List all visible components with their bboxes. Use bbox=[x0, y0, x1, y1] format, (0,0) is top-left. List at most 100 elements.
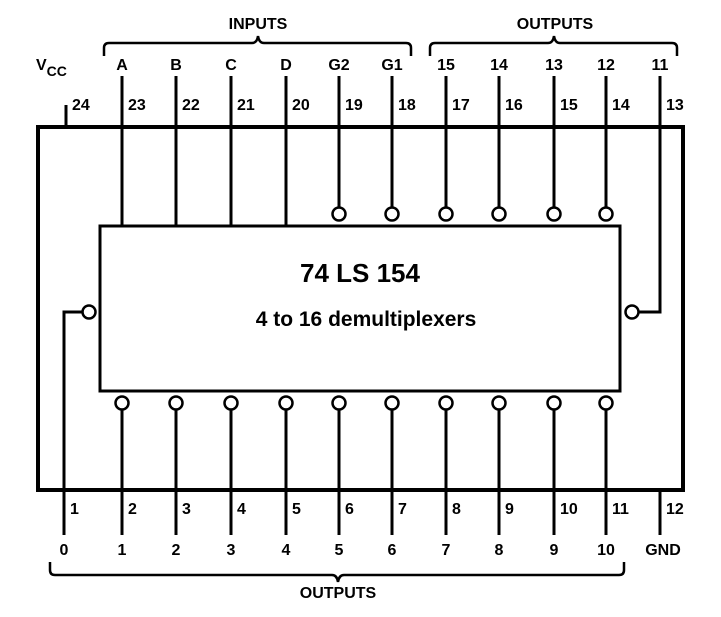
bottom-pin-signal-label: 5 bbox=[335, 542, 344, 559]
vcc-label: VCC bbox=[36, 57, 67, 79]
bottom-pin-number-label: 10 bbox=[560, 501, 578, 518]
top-pin-signal-label: B bbox=[170, 57, 182, 74]
inversion-bubble bbox=[546, 395, 562, 411]
bottom-pin-number-label: 4 bbox=[237, 501, 246, 518]
bottom-pin-signal-label: 1 bbox=[118, 542, 127, 559]
top-pin-number-label: 14 bbox=[612, 97, 630, 114]
bottom-pin-4: 43 bbox=[223, 395, 246, 559]
bottom-pin-signal-label: 6 bbox=[388, 542, 397, 559]
bottom-pin-9: 98 bbox=[491, 395, 514, 559]
bottom-pin-11: 11 10 bbox=[597, 395, 629, 559]
top-pin-19: G2 19 bbox=[328, 57, 363, 222]
top-pin-13: 11 13 bbox=[652, 57, 684, 129]
right-output-bubble bbox=[624, 304, 640, 320]
top-pin-23: A 23 bbox=[116, 57, 146, 226]
inversion-bubble bbox=[384, 206, 400, 222]
top-pins: 24A23B22C21D20G219G118151714161315121411… bbox=[64, 57, 684, 226]
bottom-pin-number-label: 3 bbox=[182, 501, 191, 518]
bottom-pin-number-label: 7 bbox=[398, 501, 407, 518]
inversion-bubble bbox=[223, 395, 239, 411]
bottom-pin-signal-label: 7 bbox=[442, 542, 451, 559]
inversion-bubble bbox=[114, 395, 130, 411]
top-outputs-group-label: OUTPUTS bbox=[517, 16, 594, 33]
top-pin-14: 12 14 bbox=[597, 57, 630, 222]
bottom-pin-number-label: 5 bbox=[292, 501, 301, 518]
top-pin-15: 13 15 bbox=[545, 57, 578, 222]
inversion-bubble bbox=[331, 206, 347, 222]
inputs-brace bbox=[102, 35, 413, 56]
package-frame bbox=[36, 125, 685, 492]
top-pin-signal-label: 13 bbox=[545, 57, 563, 74]
bottom-pin-10: 10 9 bbox=[546, 395, 578, 559]
top-pin-number-label: 17 bbox=[452, 97, 470, 114]
top-outputs-brace bbox=[428, 35, 679, 56]
inversion-bubble bbox=[491, 395, 507, 411]
bottom-pin-signal-label: 0 bbox=[60, 542, 69, 559]
bottom-pin-number-label: 1 bbox=[70, 501, 79, 518]
bottom-pin-signal-label: 2 bbox=[172, 542, 181, 559]
top-pin-number-label: 15 bbox=[560, 97, 578, 114]
bottom-pin-signal-label: 10 bbox=[597, 542, 615, 559]
top-pin-20: D 20 bbox=[280, 57, 310, 226]
inversion-bubble bbox=[491, 206, 507, 222]
bottom-pin-5: 54 bbox=[278, 395, 301, 559]
left-input-bubble bbox=[81, 304, 97, 320]
bottom-pin-signal-label: GND bbox=[645, 542, 681, 559]
left-enable-wire bbox=[62, 310, 82, 488]
top-pin-number-label: 21 bbox=[237, 97, 255, 114]
top-pin-signal-label: 15 bbox=[437, 57, 455, 74]
top-pin-signal-label: G2 bbox=[328, 57, 349, 74]
top-pin-18: G1 18 bbox=[381, 57, 416, 222]
bottom-pin-number-label: 9 bbox=[505, 501, 514, 518]
bottom-outputs-brace bbox=[48, 562, 626, 583]
bottom-pin-signal-label: 9 bbox=[550, 542, 559, 559]
bottom-pin-number-label: 11 bbox=[612, 501, 629, 518]
top-pin-signal-label: C bbox=[225, 57, 237, 74]
inversion-bubble bbox=[546, 206, 562, 222]
bottom-pin-3: 32 bbox=[168, 395, 191, 559]
top-pin-22: B 22 bbox=[170, 57, 200, 226]
top-pin-number-label: 24 bbox=[72, 97, 90, 114]
bottom-pin-7: 76 bbox=[384, 395, 407, 559]
top-pin-21: C 21 bbox=[225, 57, 255, 226]
top-pin-number-label: 16 bbox=[505, 97, 523, 114]
inversion-bubble bbox=[438, 206, 454, 222]
top-pin-16: 14 16 bbox=[490, 57, 523, 222]
top-pin-number-label: 13 bbox=[666, 97, 684, 114]
inversion-bubble bbox=[384, 395, 400, 411]
inversion-bubble bbox=[278, 395, 294, 411]
top-pin-signal-label: 14 bbox=[490, 57, 508, 74]
inversion-bubble bbox=[331, 395, 347, 411]
top-pin-24: 24 bbox=[64, 97, 90, 129]
top-pin-signal-label: D bbox=[280, 57, 292, 74]
bottom-outputs-group-label: OUTPUTS bbox=[300, 585, 377, 602]
inversion-bubble bbox=[168, 395, 184, 411]
top-pin-number-label: 18 bbox=[398, 97, 416, 114]
top-pin-number-label: 20 bbox=[292, 97, 310, 114]
top-pin-signal-label: 11 bbox=[652, 57, 669, 74]
bottom-pin-1: 10 bbox=[60, 488, 79, 559]
inputs-group-label: INPUTS bbox=[229, 16, 288, 33]
top-pin-signal-label: 12 bbox=[597, 57, 615, 74]
bottom-pin-signal-label: 4 bbox=[282, 542, 291, 559]
inversion-bubble bbox=[598, 206, 614, 222]
top-pin-number-label: 22 bbox=[182, 97, 200, 114]
bottom-pin-number-label: 8 bbox=[452, 501, 461, 518]
inversion-bubble bbox=[598, 395, 614, 411]
top-pin-signal-label: G1 bbox=[381, 57, 402, 74]
right-output-wire bbox=[639, 129, 662, 314]
top-pin-number-label: 19 bbox=[345, 97, 363, 114]
bottom-pin-number-label: 12 bbox=[666, 501, 684, 518]
inversion-bubble bbox=[438, 395, 454, 411]
top-pin-number-label: 23 bbox=[128, 97, 146, 114]
bottom-pin-8: 87 bbox=[438, 395, 461, 559]
top-pin-signal-label: A bbox=[116, 57, 128, 74]
bottom-pin-signal-label: 8 bbox=[495, 542, 504, 559]
chip-description: 4 to 16 demultiplexers bbox=[256, 308, 477, 331]
bottom-pin-number-label: 6 bbox=[345, 501, 354, 518]
bottom-pin-6: 65 bbox=[331, 395, 354, 559]
